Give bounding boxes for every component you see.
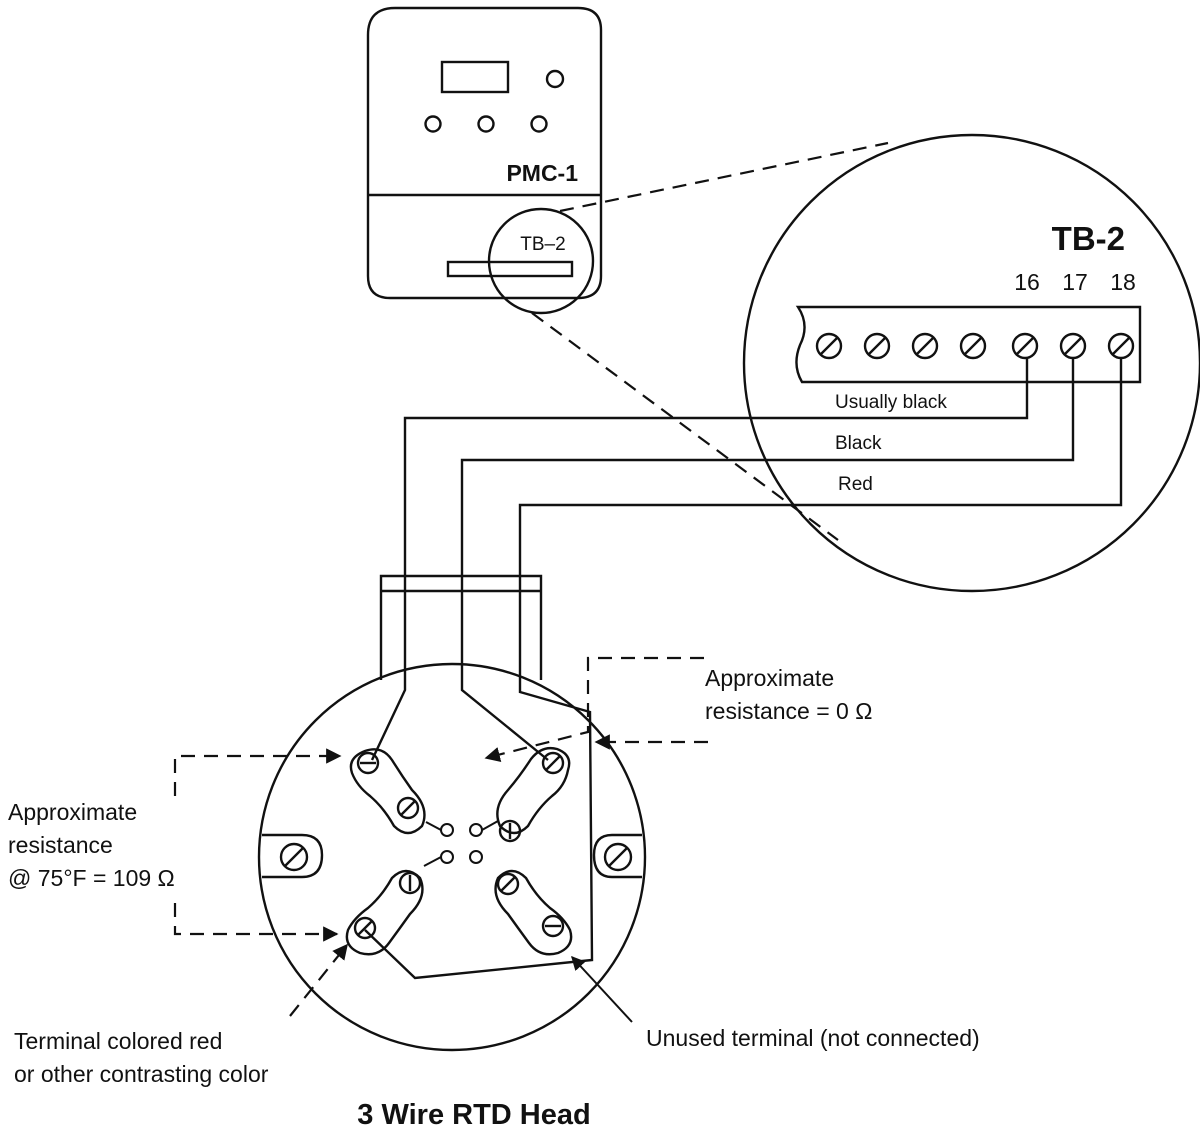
arrow-zero-left: [484, 656, 704, 763]
rtd-head: [257, 662, 647, 1052]
controller-button-1: [424, 115, 442, 133]
screw-terminal-16: [1011, 332, 1039, 360]
terminal-number-18: 18: [1110, 269, 1136, 295]
terminal-screw-top-left: [356, 751, 380, 775]
rtd-head-circle: [257, 662, 647, 1052]
screw-terminal: [959, 332, 987, 360]
resistance-109-line2: resistance: [8, 832, 113, 858]
terminal-screw-top-right: [541, 751, 565, 775]
arrow-unused-terminal: [571, 955, 633, 1023]
controller-button-3: [530, 115, 548, 133]
zoom-leader-bottom: [531, 312, 839, 541]
resistance-109-line3: @ 75°F = 109 Ω: [8, 865, 175, 891]
terminal-screw-bottom-left-inner: [398, 871, 422, 895]
mounting-lug-right: [592, 833, 642, 879]
controller-button-2: [477, 115, 495, 133]
wire-black: [460, 358, 1075, 761]
screw-terminal-18: [1107, 332, 1135, 360]
arrow-109-top: [173, 748, 342, 796]
resistance-zero-line1: Approximate: [705, 665, 834, 691]
screw-terminal-17: [1059, 332, 1087, 360]
terminal-plate-bottom-right: [494, 869, 573, 956]
controller-terminal-strip: [446, 260, 574, 278]
screw-terminal: [815, 332, 843, 360]
terminal-screw-bottom-right: [541, 914, 565, 938]
annotation-arrows: [173, 656, 708, 1023]
controller-led: [545, 69, 565, 89]
wire-label-red: Red: [838, 474, 873, 495]
wire-usually-black: [370, 358, 1029, 761]
wire-red: [364, 358, 1123, 980]
controller-tb2-label: TB–2: [520, 234, 565, 255]
wire-label-usually-black: Usually black: [835, 392, 947, 413]
terminal-plate-bottom-left: [345, 869, 424, 956]
mounting-lug-left: [262, 833, 324, 879]
rtd-element-leads: [423, 820, 499, 867]
unused-terminal-label: Unused terminal (not connected): [646, 1025, 980, 1051]
terminal-plate-top-right: [496, 746, 571, 835]
controller-display: [440, 60, 510, 94]
terminal-screw-top-left-inner: [396, 796, 420, 820]
tb2-zoom-circle: [742, 133, 1200, 593]
tb2-zoom-view: TB-2 16 17 18 Usually black Black Red: [742, 133, 1200, 593]
terminal-screw-bottom-left: [353, 916, 377, 940]
rtd-head-title: 3 Wire RTD Head: [357, 1099, 590, 1131]
pmc-1-controller: PMC-1 TB–2: [366, 6, 603, 315]
arrow-red-terminal: [289, 943, 348, 1017]
terminal-screw-bottom-right-inner: [496, 872, 520, 896]
terminal-number-16: 16: [1014, 269, 1040, 295]
tb2-screws: [815, 332, 1135, 360]
lug-screw-right: [603, 842, 633, 872]
terminal-plate-top-left: [349, 748, 426, 835]
lug-screw-left: [279, 842, 309, 872]
tb2-terminal-strip: [795, 305, 1142, 384]
arrow-109-bottom: [173, 903, 339, 942]
tb2-highlight-circle: [487, 207, 595, 315]
terminal-colored-line2: or other contrasting color: [14, 1061, 269, 1087]
screw-terminal: [863, 332, 891, 360]
resistance-109-line1: Approximate: [8, 799, 137, 825]
cable-entry: [379, 574, 543, 680]
zoom-leader-top: [559, 141, 889, 213]
resistance-zero-line2: resistance = 0 Ω: [705, 698, 872, 724]
tb2-title: TB-2: [1052, 220, 1125, 257]
terminal-number-17: 17: [1062, 269, 1088, 295]
terminal-screw-top-right-inner: [498, 819, 522, 843]
terminal-colored-line1: Terminal colored red: [14, 1028, 222, 1054]
controller-model-label: PMC-1: [506, 160, 578, 186]
rtd-wires: [364, 358, 1123, 980]
screw-terminal: [911, 332, 939, 360]
wire-label-black: Black: [835, 433, 882, 454]
